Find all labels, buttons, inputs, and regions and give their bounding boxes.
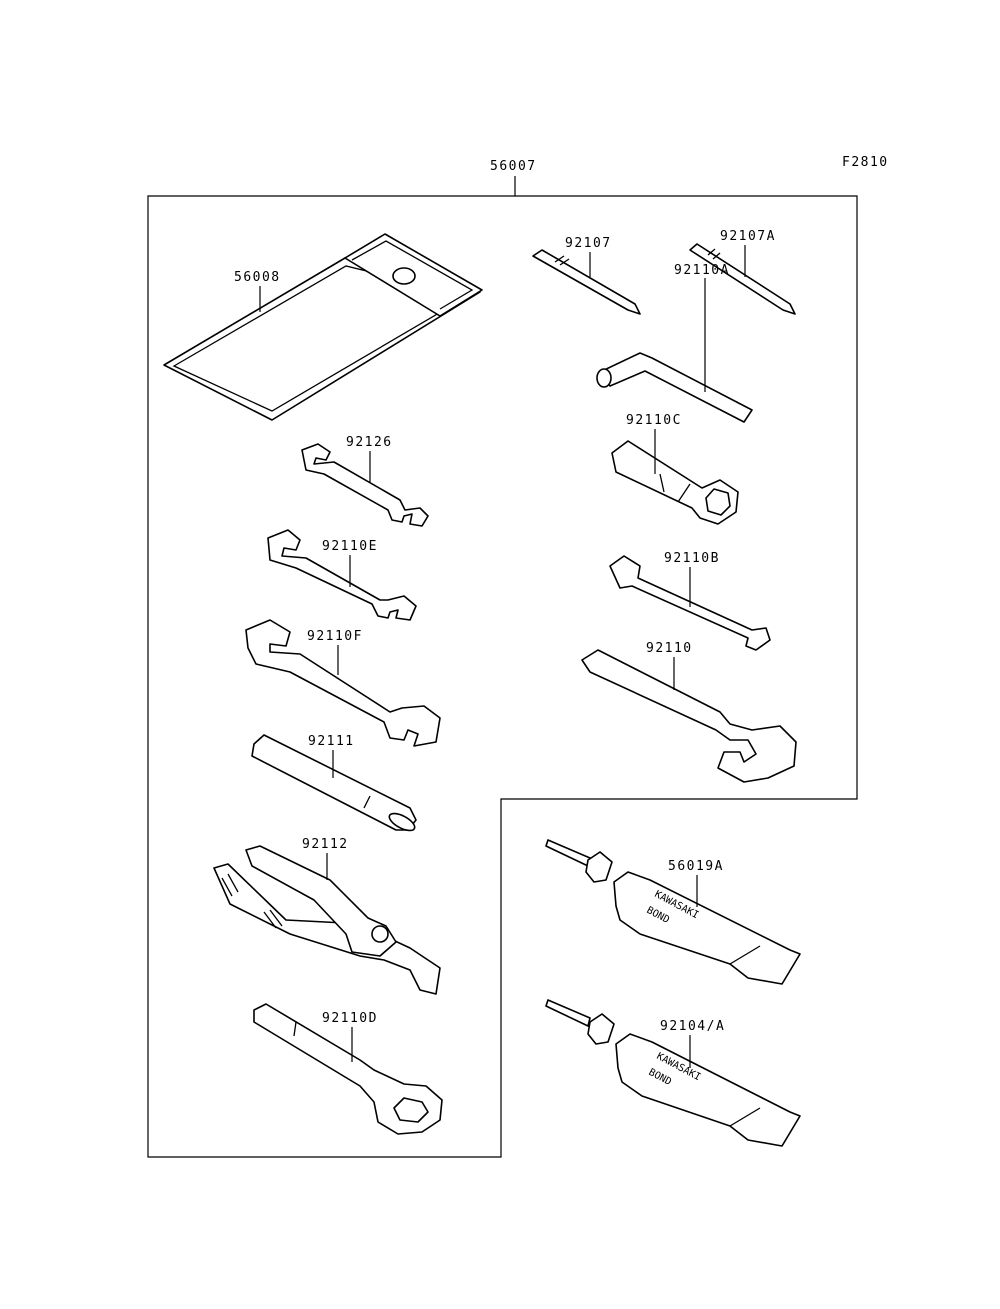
label-92110: 92110 [646, 641, 693, 656]
label-56019A: 56019A [668, 859, 724, 874]
box-wrench-92110D [253, 1003, 443, 1135]
label-92107: 92107 [565, 236, 612, 251]
tool-bag-56008 [163, 233, 483, 421]
pliers-92112 [213, 845, 441, 995]
assembly-label: 56007 [490, 159, 537, 174]
bond-tube-56019A: KAWASAKI BOND [545, 839, 801, 985]
hex-key-92110A [596, 352, 753, 423]
label-56008: 56008 [234, 270, 281, 285]
wrench-92110F [245, 619, 441, 747]
label-92110A: 92110A [674, 263, 730, 278]
bond-tube-92104A: KAWASAKI BOND [545, 999, 801, 1147]
assembly-outline [147, 195, 858, 1158]
label-92107A: 92107A [720, 229, 776, 244]
screwdriver-bit-92107A [689, 243, 796, 315]
label-92112: 92112 [302, 837, 349, 852]
extension-bar-92111 [251, 734, 417, 832]
figure-code: F2810 [842, 155, 889, 170]
label-92110B: 92110B [664, 551, 720, 566]
wrench-92110E [267, 529, 417, 621]
label-92110E: 92110E [322, 539, 378, 554]
label-92110C: 92110C [626, 413, 682, 428]
label-92110D: 92110D [322, 1011, 378, 1026]
label-92126: 92126 [346, 435, 393, 450]
wrench-92126 [301, 443, 429, 527]
label-92104A: 92104/A [660, 1019, 725, 1034]
wrench-92110 [581, 649, 797, 783]
plug-wrench-92110C [611, 440, 739, 525]
label-92110F: 92110F [307, 629, 363, 644]
screwdriver-bit-92107 [532, 249, 641, 315]
label-92111: 92111 [308, 734, 355, 749]
